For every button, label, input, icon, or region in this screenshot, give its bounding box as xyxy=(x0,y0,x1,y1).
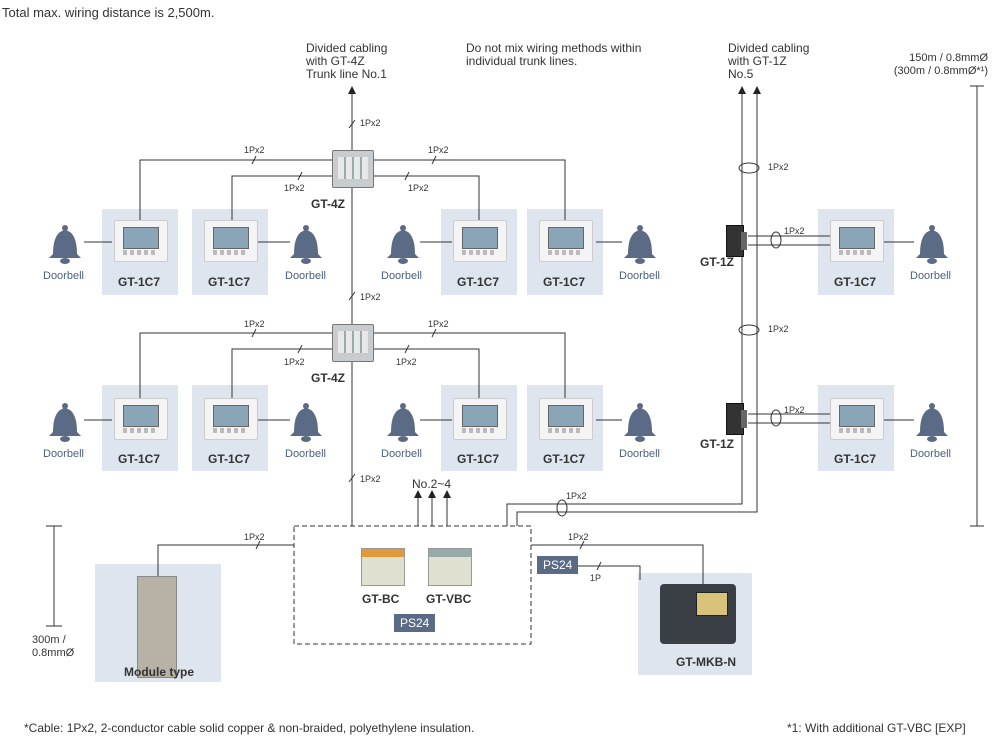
distance-note-left: 300m /0.8mmØ xyxy=(32,634,75,659)
monitor-icon xyxy=(830,220,884,262)
gt4z-label: GT-4Z xyxy=(311,197,346,211)
doorbell-icon xyxy=(290,225,322,264)
cable-label: 1Px2 xyxy=(768,162,789,172)
cable-label: 1Px2 xyxy=(428,145,449,155)
ps24-power-supply: PS24 xyxy=(537,556,579,574)
doorbell-label: Doorbell xyxy=(381,448,422,460)
monitor-icon xyxy=(453,220,507,262)
monitor-icon xyxy=(453,398,507,440)
doorbell-label: Doorbell xyxy=(619,448,660,460)
monitor-label: GT-1C7 xyxy=(118,452,161,466)
monitor-label: GT-1C7 xyxy=(834,452,877,466)
doorbell-icon xyxy=(916,403,948,442)
monitor-label: GT-1C7 xyxy=(834,275,877,289)
monitor-icon xyxy=(539,398,593,440)
cable-footnote: *Cable: 1Px2, 2-conductor cable solid co… xyxy=(24,721,475,735)
monitor-label: GT-1C7 xyxy=(457,275,500,289)
gt4z-label: GT-4Z xyxy=(311,371,346,385)
doorbell-icon xyxy=(624,403,656,442)
cable-label: 1Px2 xyxy=(784,405,805,415)
doorbell-icon xyxy=(387,225,419,264)
cable-label: 1Px2 xyxy=(244,319,265,329)
monitor-label: GT-1C7 xyxy=(118,275,161,289)
module-type-label: Module type xyxy=(124,665,195,679)
cable-label: 1Px2 xyxy=(284,183,305,193)
total-distance-note: Total max. wiring distance is 2,500m. xyxy=(2,5,215,20)
gt-bc-unit-icon xyxy=(361,548,405,586)
doorbell-icon xyxy=(290,403,322,442)
mkb-label: GT-MKB-N xyxy=(676,655,736,669)
monitor-icon xyxy=(114,220,168,262)
distance-note-right: 150m / 0.8mmØ(300m / 0.8mmØ*¹) xyxy=(893,52,988,77)
cable-label: 1Px2 xyxy=(360,118,381,128)
monitor-label: GT-1C7 xyxy=(543,275,586,289)
cable-label: 1Px2 xyxy=(784,226,805,236)
exp-footnote: *1: With additional GT-VBC [EXP] xyxy=(787,721,966,735)
cable-label: 1Px2 xyxy=(244,532,265,542)
monitor-icon xyxy=(539,220,593,262)
doorbell-label: Doorbell xyxy=(381,270,422,282)
gt1z-adaptor-icon xyxy=(726,403,747,435)
guard-station-icon xyxy=(660,584,736,644)
doorbell-icon xyxy=(49,403,81,442)
monitor-icon xyxy=(204,398,258,440)
gt1z-label: GT-1Z xyxy=(700,437,735,451)
monitor-label: GT-1C7 xyxy=(457,452,500,466)
doorbell-label: Doorbell xyxy=(619,270,660,282)
gt1z-label: GT-1Z xyxy=(700,255,735,269)
monitor-label: GT-1C7 xyxy=(208,452,251,466)
doorbell-label: Doorbell xyxy=(285,270,326,282)
monitor-icon xyxy=(204,220,258,262)
ps24-power-supply: PS24 xyxy=(394,614,436,632)
gt-vbc-label: GT-VBC xyxy=(426,592,472,606)
doorbell-label: Doorbell xyxy=(285,448,326,460)
gt4z-hub-icon xyxy=(332,324,374,362)
cable-label: 1Px2 xyxy=(244,145,265,155)
cable-label: 1Px2 xyxy=(428,319,449,329)
cable-label: 1Px2 xyxy=(568,532,589,542)
doorbell-label: Doorbell xyxy=(910,270,951,282)
trunk-no24-label: No.2~4 xyxy=(412,477,452,491)
cable-label: 1Px2 xyxy=(408,183,429,193)
gt-vbc-unit-icon xyxy=(428,548,472,586)
gt1z-adaptor-icon xyxy=(726,225,747,257)
gt-bc-label: GT-BC xyxy=(362,592,400,606)
cable-label: 1Px2 xyxy=(360,474,381,484)
doorbell-label: Doorbell xyxy=(43,270,84,282)
cable-label: 1Px2 xyxy=(566,491,587,501)
doorbell-label: Doorbell xyxy=(910,448,951,460)
cable-label: 1Px2 xyxy=(360,292,381,302)
doorbell-icon xyxy=(49,225,81,264)
monitor-icon xyxy=(114,398,168,440)
doorbell-icon xyxy=(387,403,419,442)
monitor-label: GT-1C7 xyxy=(543,452,586,466)
monitor-label: GT-1C7 xyxy=(208,275,251,289)
doorbell-icon xyxy=(624,225,656,264)
cable-label: 1Px2 xyxy=(396,357,417,367)
cable-label: 1Px2 xyxy=(768,324,789,334)
cable-label: 1Px2 xyxy=(284,357,305,367)
doorbell-icon xyxy=(916,225,948,264)
gt4z-hub-icon xyxy=(332,150,374,188)
monitor-icon xyxy=(830,398,884,440)
doorbell-label: Doorbell xyxy=(43,448,84,460)
cable-label: 1P xyxy=(590,573,602,583)
entrance-panel-icon xyxy=(137,576,177,678)
